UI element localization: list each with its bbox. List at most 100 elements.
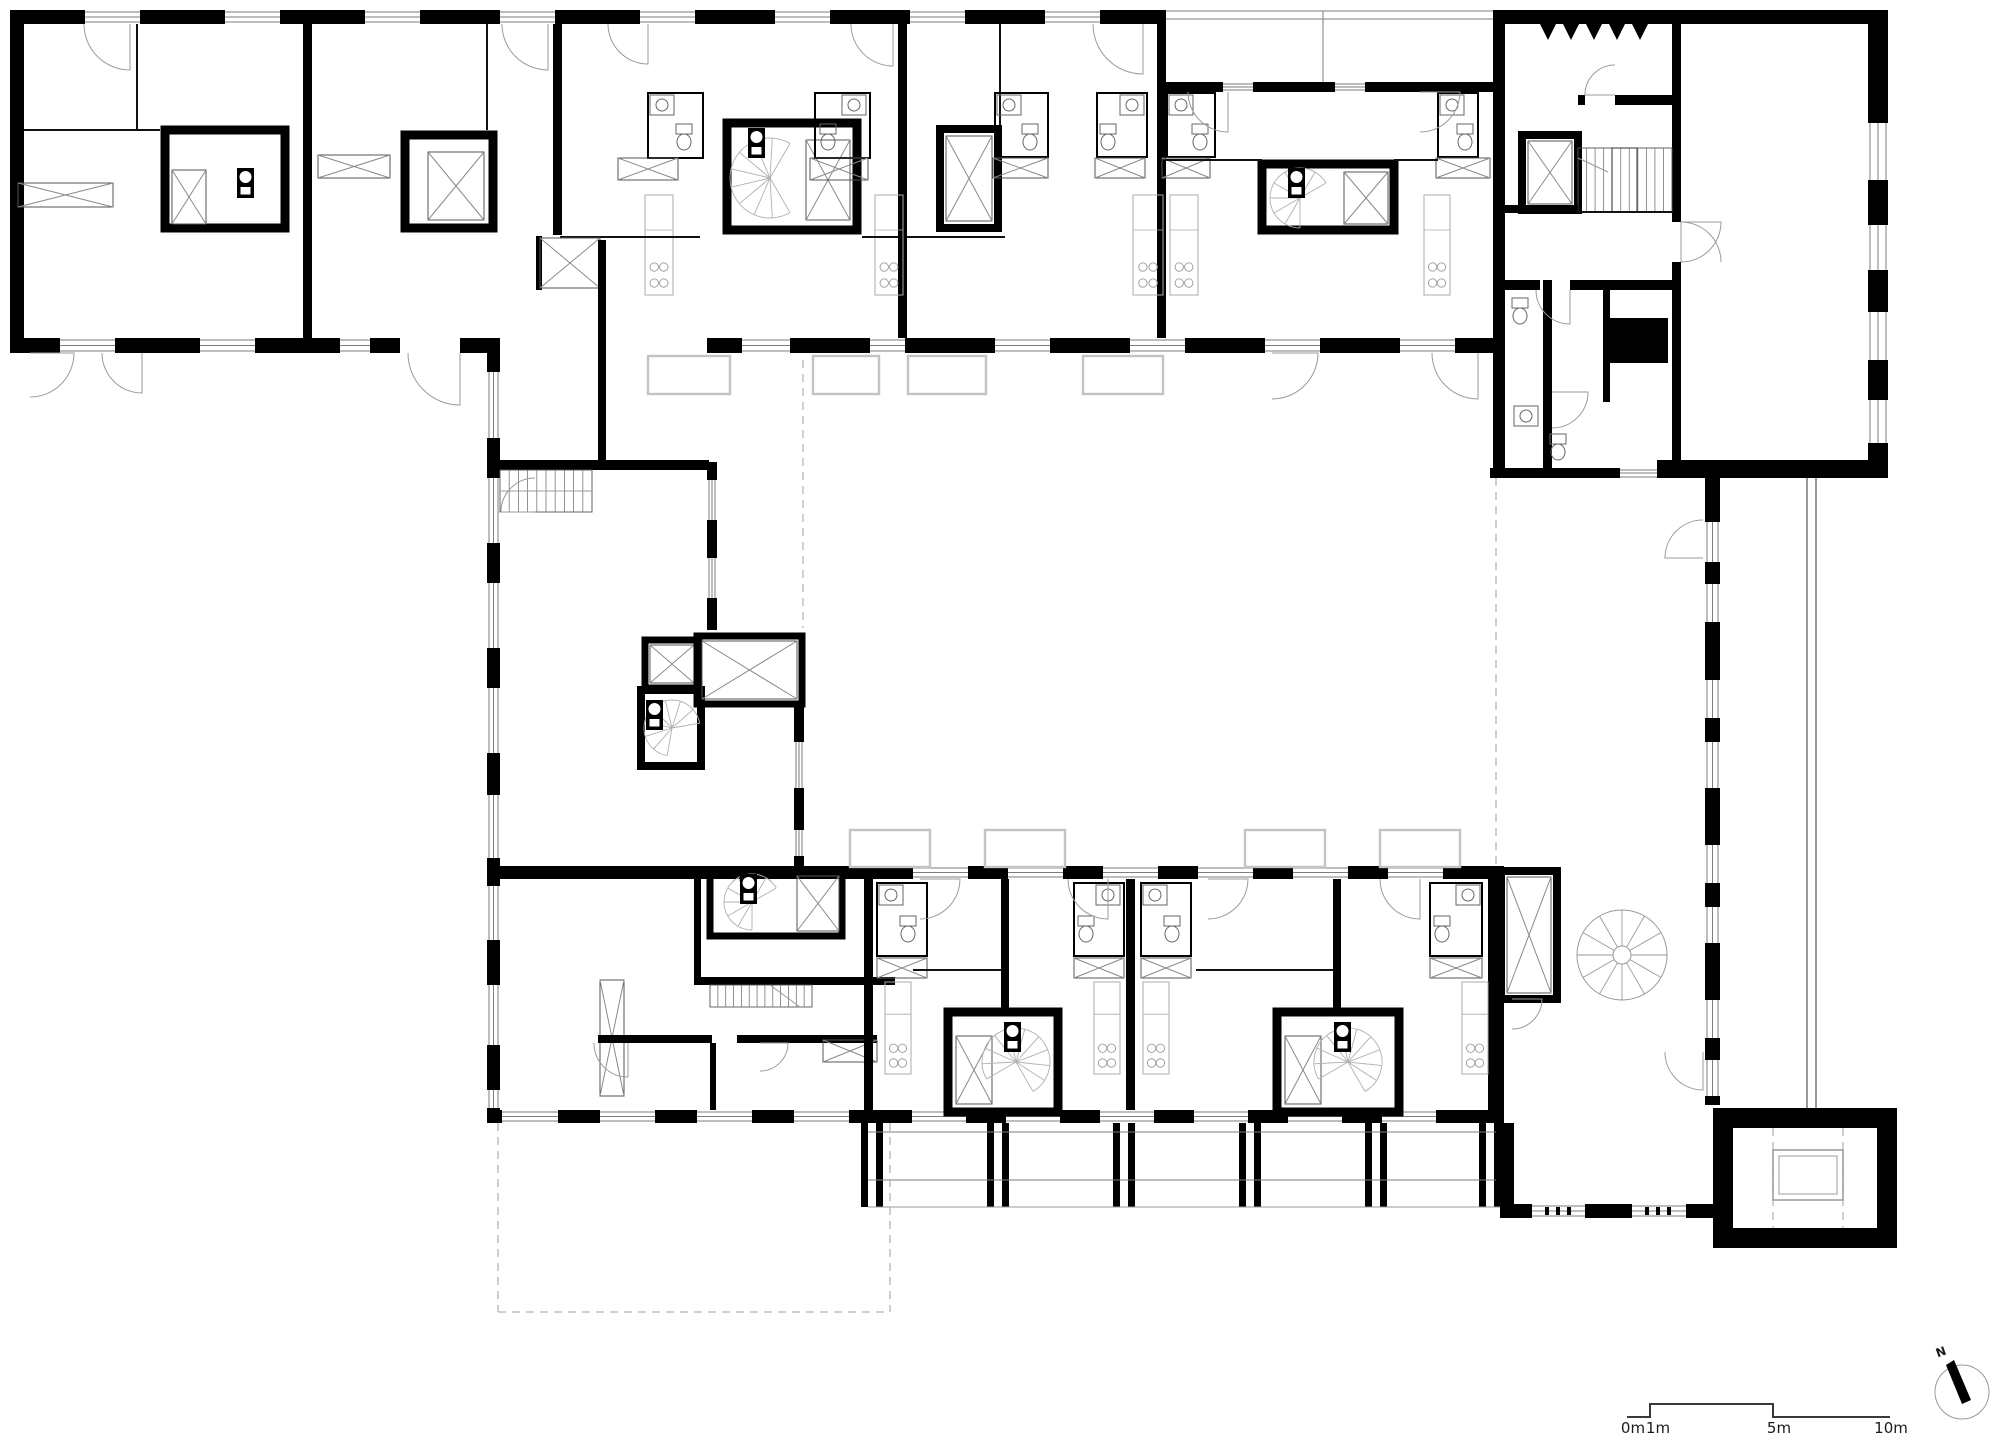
strip-east-facade-pier	[1705, 788, 1720, 845]
balcony-post	[1380, 1123, 1387, 1207]
toilet-icon-bowl	[1434, 925, 1450, 943]
elevator-x-diag	[1527, 140, 1573, 205]
door-arc	[407, 352, 461, 406]
wing-east-facade-lower-pier	[794, 788, 804, 830]
unit-core	[722, 118, 862, 235]
kitchen-counter	[1093, 981, 1121, 1075]
scale-label-10m: 10m	[1874, 1419, 1908, 1437]
burner	[879, 278, 889, 288]
burner	[1097, 1043, 1108, 1053]
balcony-post	[1254, 1123, 1261, 1207]
burner	[1138, 262, 1148, 272]
sink-icon	[1142, 884, 1168, 906]
burner	[649, 262, 659, 272]
kitchen-counter	[1423, 194, 1451, 296]
spiral-stair-fan	[645, 727, 673, 737]
canopy-tooth	[1632, 24, 1648, 40]
canopy-tooth	[1540, 24, 1556, 40]
burner	[1436, 262, 1447, 272]
bar-south-facade-east-pier	[790, 338, 870, 353]
wall	[864, 879, 873, 1110]
outdoor-spiral-stair-tread	[1629, 932, 1662, 951]
building-east-facade-pier	[1868, 270, 1888, 312]
spiral-stair-fan	[730, 177, 771, 188]
wardrobe-x-diag	[1073, 957, 1125, 979]
wardrobe-x-diag	[1284, 1035, 1322, 1105]
wall	[1578, 95, 1585, 105]
main-staircase	[1577, 147, 1673, 213]
toilet-icon	[675, 123, 693, 135]
toilet-icon-bowl	[1336, 1025, 1349, 1037]
balcony-post	[1365, 1123, 1372, 1207]
toilet-icon-tank	[649, 719, 660, 727]
elevator-x-diag	[1343, 171, 1389, 225]
spiral-stair-fan	[1347, 1061, 1382, 1067]
burner	[1436, 278, 1447, 288]
wall	[1567, 1207, 1571, 1215]
bath-pod	[1437, 92, 1479, 158]
court-balcony	[811, 354, 881, 396]
unit-core	[400, 130, 498, 233]
court-balcony	[646, 354, 732, 396]
hall-west-wall	[1672, 262, 1681, 460]
spiral-stair-fan	[1347, 1061, 1366, 1092]
spiral-stair-fan	[769, 143, 791, 179]
toilet-icon-bowl	[1100, 133, 1116, 151]
spiral-stair-fan	[1269, 167, 1327, 229]
spiral-stair-fan	[1347, 1049, 1380, 1063]
bar-south-facade-west-pier	[255, 338, 340, 353]
bar-north-facade-pier	[555, 10, 640, 24]
south-facade-pier	[558, 1110, 600, 1123]
annex-building	[1713, 1108, 1897, 1248]
burner	[1427, 262, 1438, 272]
bath-pod	[1140, 882, 1192, 957]
strip-east-facade-pier	[1705, 1096, 1720, 1105]
spiral-stair-fan	[1314, 1061, 1349, 1065]
strip-south-facade-pier	[1500, 1204, 1532, 1218]
wing-east-facade-lower-pier	[794, 703, 804, 742]
strip-east-facade-pier	[1705, 1038, 1720, 1060]
door-arc	[101, 352, 143, 394]
spiral-stair-fan	[986, 1061, 1017, 1080]
wall	[1570, 280, 1672, 290]
door-arc	[1271, 352, 1319, 400]
wall	[1656, 1207, 1660, 1215]
wing-west-facade-pier	[487, 543, 500, 583]
balcony-post	[1128, 1123, 1135, 1207]
wall-frame	[1778, 1155, 1838, 1195]
toilet-icon-tank	[1291, 187, 1302, 195]
wall	[1545, 1207, 1549, 1215]
double-door-arc	[1680, 221, 1722, 263]
kitchen-counter	[644, 194, 674, 296]
court-balcony	[1378, 828, 1462, 869]
sink-icon-basin	[1125, 98, 1139, 112]
wardrobe-x-diag	[539, 237, 601, 289]
door-arc	[501, 23, 549, 71]
wall	[460, 338, 500, 353]
toilet-icon-tank	[751, 147, 762, 155]
elevator-x	[796, 875, 840, 932]
spiral-stair-fan	[769, 177, 791, 213]
wardrobe-x-diag	[317, 154, 391, 179]
wall	[1645, 1207, 1649, 1215]
strip-south-facade-pier	[1686, 1204, 1713, 1218]
wardrobe-x	[1094, 157, 1146, 179]
wing-core	[637, 686, 705, 770]
wall	[1126, 879, 1135, 1110]
wardrobe-x	[617, 157, 679, 181]
spiral-stair-fan	[671, 709, 694, 729]
sink-icon-basin	[1148, 888, 1162, 902]
spiral-stair-fan	[1347, 1029, 1358, 1063]
balcony-post	[876, 1123, 883, 1207]
wall-line	[1577, 157, 1609, 173]
balcony-post	[987, 1123, 994, 1207]
burner	[649, 278, 659, 288]
bath-pod	[1073, 882, 1125, 957]
bar-west-wall	[10, 10, 24, 353]
wing-west-facade-pier	[487, 648, 500, 688]
wardrobe-x	[955, 1035, 993, 1105]
outdoor-spiral-stair-tread	[1626, 962, 1645, 995]
wardrobe-x-diag	[617, 157, 679, 181]
burner	[879, 262, 889, 272]
